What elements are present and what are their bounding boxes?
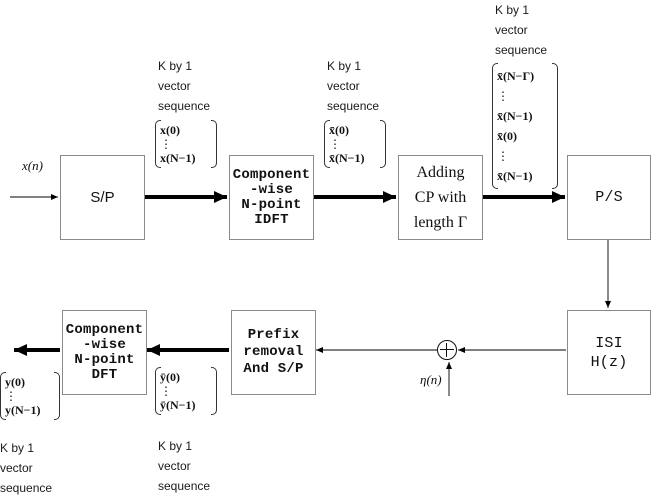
vector-entry: ȳ(N−1): [160, 398, 196, 412]
sp-block: S/P: [60, 155, 145, 240]
sequence-label-3: K by 1 vector sequence: [495, 3, 548, 57]
sp-block-text: S/P: [90, 189, 115, 206]
vector-entry: ȳ(0): [160, 370, 180, 384]
noise-signal-label: η(n): [420, 372, 442, 387]
vector-entry: x(N−1): [160, 151, 196, 165]
vector-x: x(0) ⋮ x(N−1): [155, 120, 217, 168]
adding-cp-block-text: Adding CP with length Γ: [413, 164, 468, 231]
vector-entry: x̄(0): [497, 129, 517, 143]
vector-entry: x̄(0): [329, 123, 349, 137]
vector-y-bar: ȳ(0) ⋮ ȳ(N−1): [155, 367, 217, 415]
adding-cp-block: Adding CP with length Γ: [398, 155, 483, 240]
vector-entry: x̄(N−1): [329, 151, 365, 165]
vector-y: y(0) ⋮ y(N−1): [0, 372, 60, 420]
sequence-label-4: K by 1 vector sequence: [158, 439, 211, 493]
vector-entry: x̄(N−Γ): [497, 69, 535, 83]
circle-plus-icon: [437, 340, 457, 360]
dft-block: Component -wise N-point DFT: [62, 310, 147, 395]
sequence-label-5: K by 1 vector sequence: [0, 441, 53, 495]
prefix-removal-block: Prefix removal And S/P: [231, 310, 316, 395]
vector-entry: x̄(N−1): [497, 169, 533, 183]
isi-block: ISI H(z): [567, 310, 651, 395]
idft-block: Component -wise N-point IDFT: [229, 155, 314, 240]
isi-block-text: ISI H(z): [590, 334, 628, 371]
sequence-label-2: K by 1 vector sequence: [327, 59, 380, 113]
ps-block: P/S: [567, 155, 651, 240]
prefix-removal-block-text: Prefix removal And S/P: [243, 327, 304, 377]
idft-block-text: Component -wise N-point IDFT: [232, 166, 311, 228]
vector-entry: ⋮: [497, 149, 509, 163]
vector-x-bar-cp: x̄(N−Γ) ⋮ x̄(N−1) x̄(0) ⋮ x̄(N−1): [492, 63, 558, 189]
vector-entry: ⋮: [497, 89, 509, 103]
vector-entry: x̄(N−1): [497, 109, 533, 123]
vector-entry: y(0): [5, 375, 25, 389]
input-signal-label: x(n): [22, 158, 43, 173]
dft-block-text: Component -wise N-point DFT: [65, 321, 144, 383]
sequence-label-1: K by 1 vector sequence: [158, 59, 211, 113]
vector-entry: ⋮: [160, 384, 172, 398]
vector-entry: ⋮: [5, 389, 17, 403]
vector-entry: x(0): [160, 123, 180, 137]
vector-entry: y(N−1): [5, 403, 41, 417]
vector-entry: ⋮: [329, 137, 341, 151]
vector-entry: ⋮: [160, 137, 172, 151]
vector-x-bar: x̄(0) ⋮ x̄(N−1): [324, 120, 386, 168]
ps-block-text: P/S: [595, 189, 623, 206]
